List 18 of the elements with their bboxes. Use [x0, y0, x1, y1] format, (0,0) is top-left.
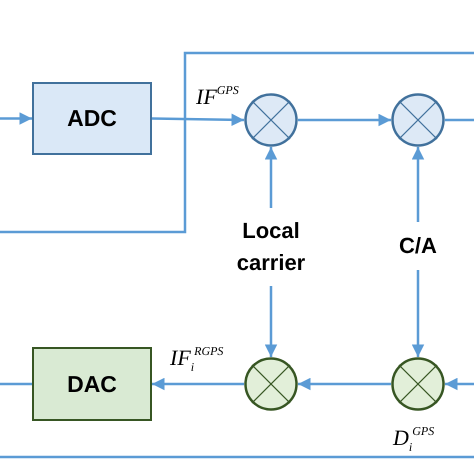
- arrow: [264, 147, 278, 208]
- arrow: [298, 114, 391, 126]
- converter-block: ADC: [32, 82, 152, 155]
- arrow: [412, 147, 424, 222]
- arrow: [264, 286, 278, 357]
- mixer-symbol: [244, 93, 298, 147]
- arrow: [412, 270, 424, 357]
- arrow: [298, 378, 391, 390]
- mixer-symbol: [391, 93, 445, 147]
- arrow: [0, 112, 32, 125]
- converter-block: DAC: [32, 347, 152, 421]
- mixer-symbol: [244, 357, 298, 411]
- signal-source-label: Local carrier: [222, 208, 320, 286]
- arrow: [152, 114, 244, 126]
- arrow: [152, 378, 244, 390]
- signal-source-label: C/A: [392, 222, 444, 270]
- arrow: [445, 378, 474, 390]
- mixer-symbol: [391, 357, 445, 411]
